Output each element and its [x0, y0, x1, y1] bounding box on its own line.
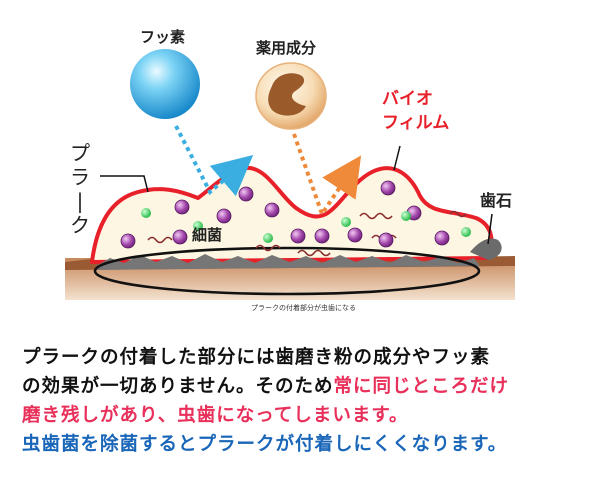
plaque-char-4: ク — [70, 213, 90, 237]
bacteria-cells — [120, 180, 450, 249]
plaque-base-layer — [96, 254, 480, 270]
tartar-deposit — [470, 238, 502, 260]
biofilm-label-line1: バイオ — [382, 89, 433, 109]
plaque-biofilm-diagram: フッ素 薬用成分 バイオ フィルム 歯石 細菌 プラークの付着部分が虫歯になる … — [65, 28, 515, 312]
biofilm-leader-line — [393, 145, 401, 171]
explanation-text: プラークの付着した部分には歯磨き粉の成分やフッ素 の効果が一切ありません。そのた… — [22, 343, 607, 459]
explanation-line-3: 磨き残しがあり、虫歯になってしまいます。 — [22, 405, 409, 426]
explanation-line-2-red: 常に同じところだけ — [333, 376, 509, 397]
medicinal-ingredient-icon — [255, 62, 327, 130]
explanation-line-1: プラークの付着した部分には歯磨き粉の成分やフッ素 — [22, 347, 491, 368]
plaque-char-2: ラ — [70, 165, 90, 189]
attachment-area-ellipse — [93, 246, 481, 296]
tartar-label: 歯石 — [480, 191, 512, 210]
plaque-char-1: プ — [70, 141, 90, 165]
fluoride-arrow — [174, 125, 254, 197]
plaque-label: プ ラ | ク — [70, 141, 90, 237]
fluoride-particles — [141, 208, 471, 243]
biofilm-label-line2: フィルム — [382, 113, 449, 133]
medicinal-label: 薬用成分 — [255, 39, 316, 57]
plaque-leader-line — [100, 175, 149, 193]
fluoride-sphere-icon — [130, 49, 200, 119]
tartar-leader-line — [487, 213, 493, 245]
bacteria-threads — [147, 210, 467, 257]
caption: プラークの付着部分が虫歯になる — [251, 303, 356, 312]
fluoride-label: フッ素 — [140, 28, 185, 46]
explanation-line-2: の効果が一切ありません。そのため常に同じところだけ — [22, 372, 607, 401]
explanation-line-4: 虫歯菌を除菌するとプラークが付着しにくくなります。 — [22, 434, 508, 455]
explanation-line-2-black: の効果が一切ありません。そのため — [22, 376, 334, 397]
plaque-char-3: | — [77, 189, 84, 213]
bacteria-label: 細菌 — [192, 226, 222, 244]
